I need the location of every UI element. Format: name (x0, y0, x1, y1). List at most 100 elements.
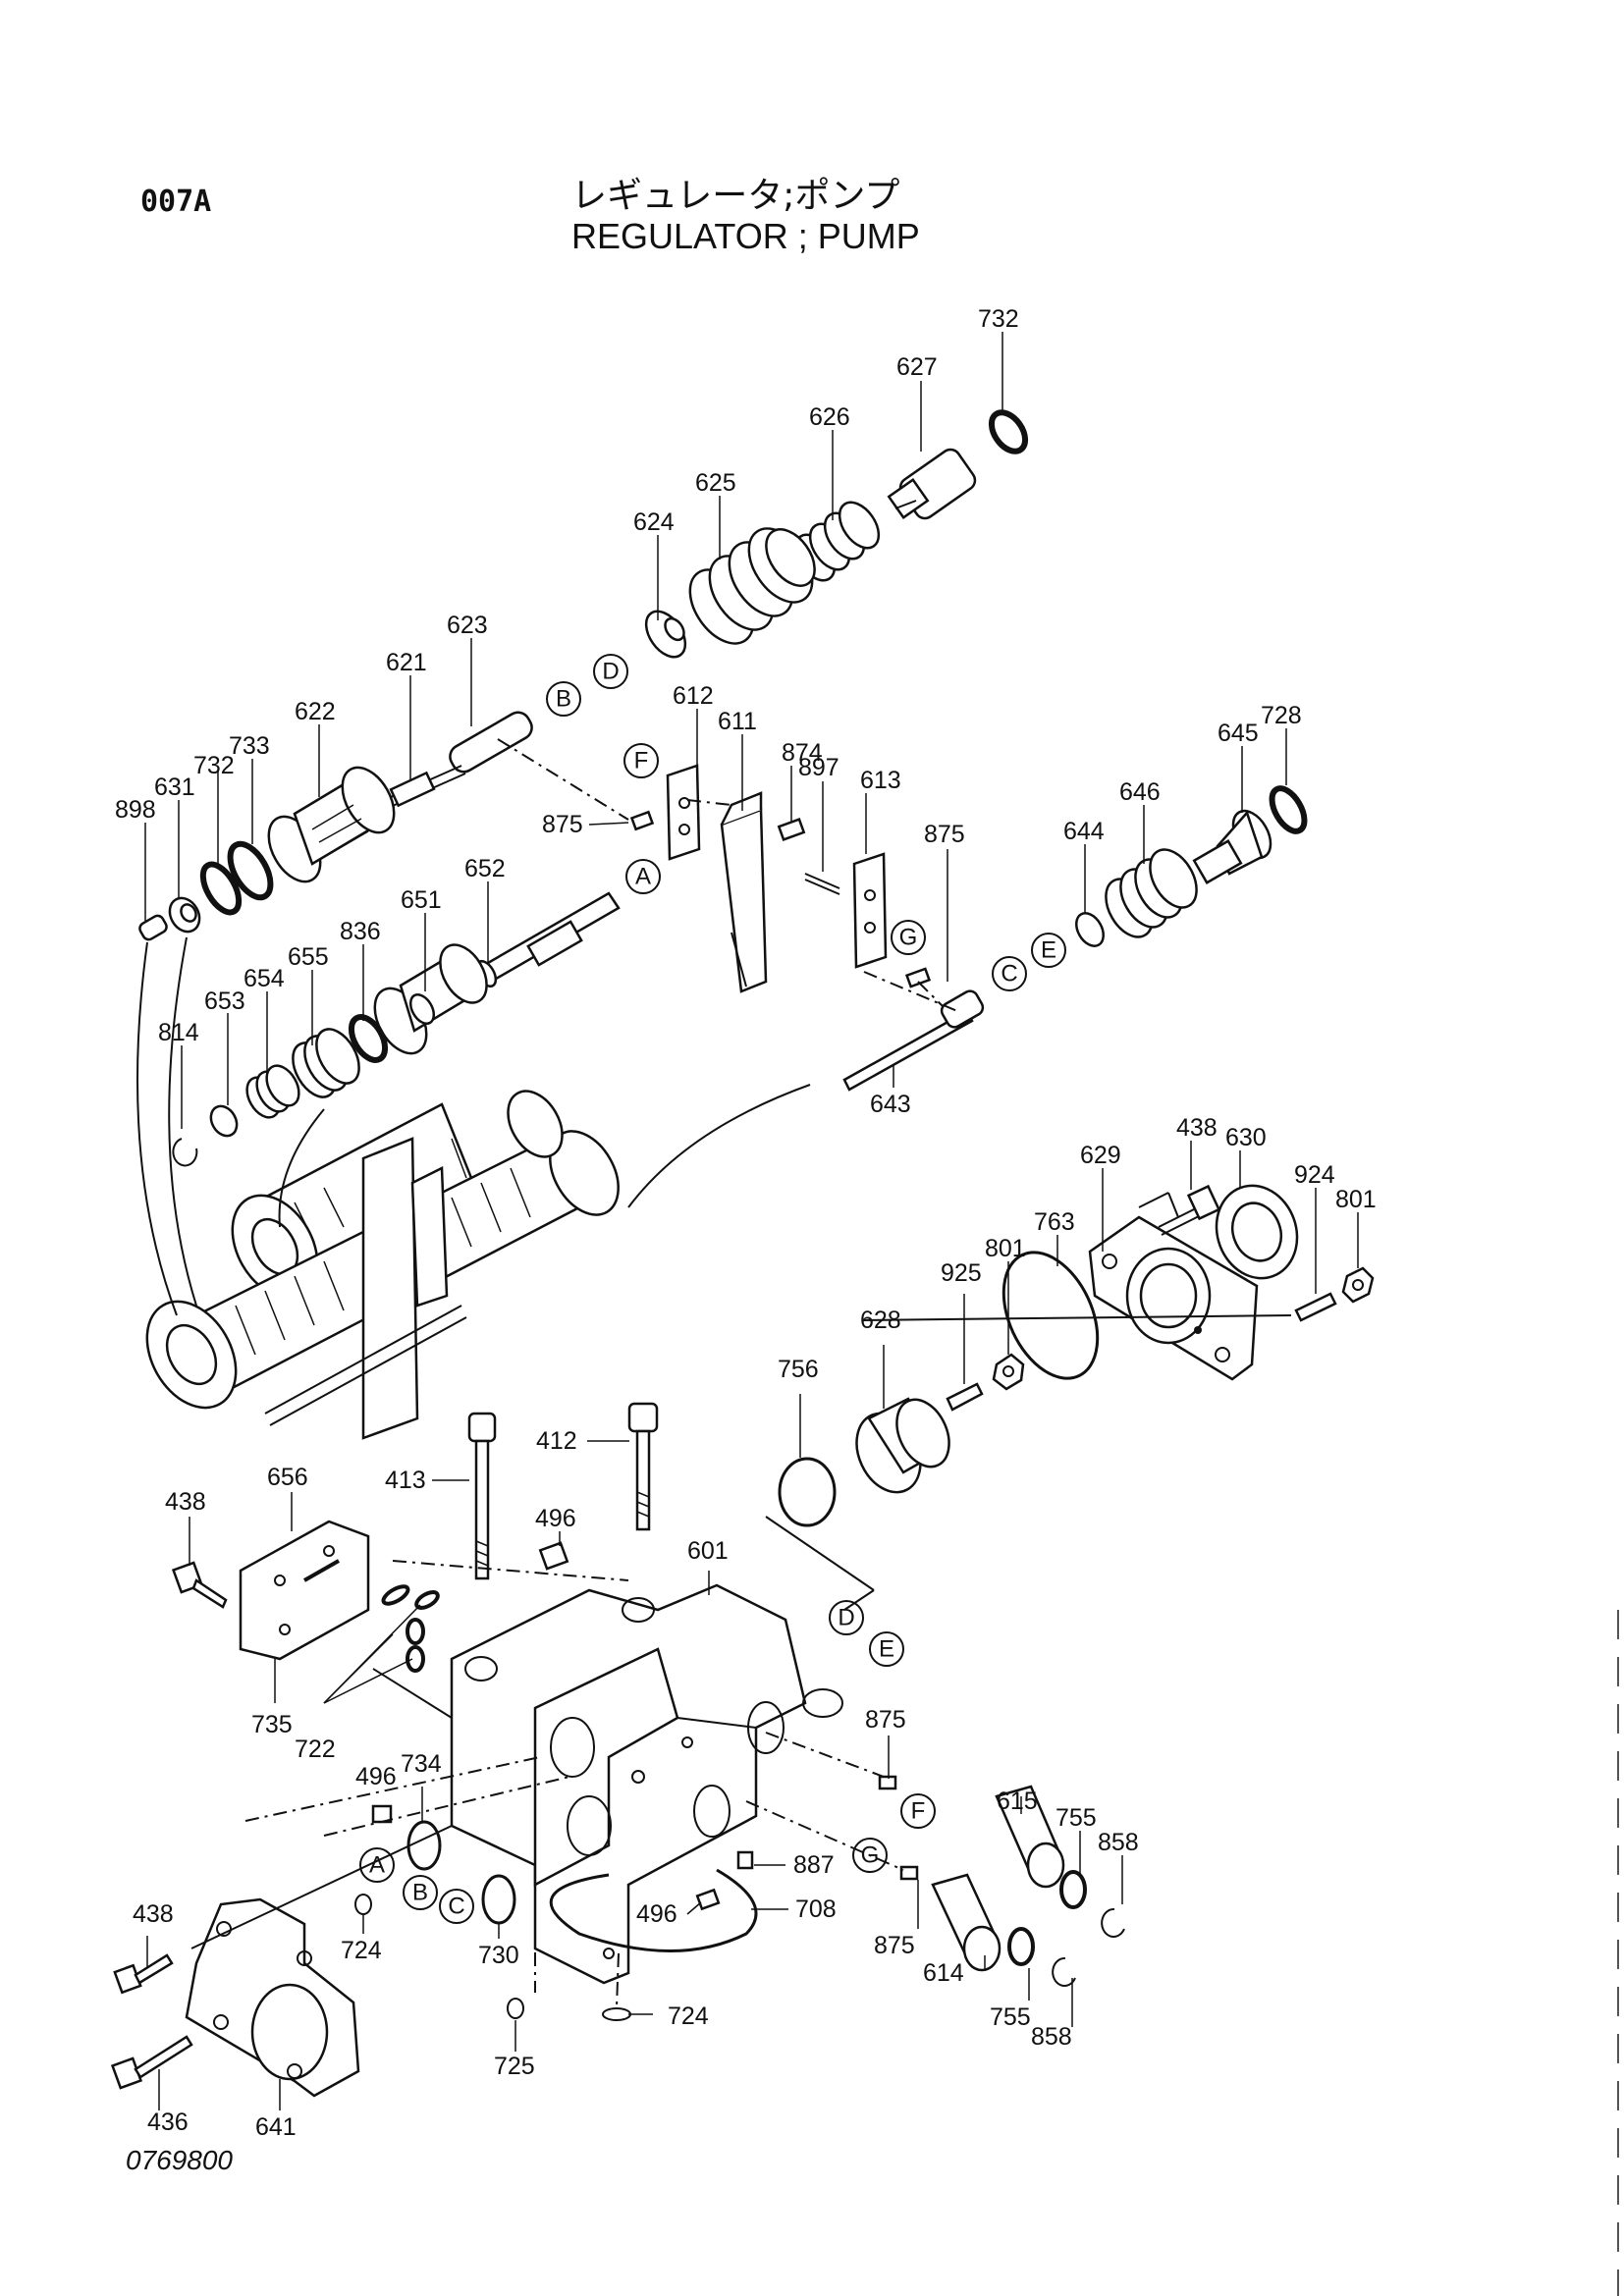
label-644: 644 (1063, 818, 1105, 845)
label-614: 614 (923, 1959, 964, 1987)
label-621: 621 (386, 649, 427, 676)
cover-656 (239, 1520, 370, 1661)
ref-marker-a-low: A (359, 1847, 395, 1883)
bolt-413 (467, 1412, 497, 1580)
lower-right-spools (878, 1775, 1125, 1987)
label-612: 612 (673, 682, 714, 710)
piston-643 (842, 989, 985, 1092)
label-654: 654 (244, 965, 285, 992)
label-438-lower: 438 (133, 1900, 174, 1928)
bolt-438-left (171, 1561, 228, 1609)
label-629: 629 (1080, 1142, 1121, 1169)
label-436: 436 (147, 2109, 189, 2136)
label-496-mid: 496 (355, 1763, 397, 1790)
o-rings-735-722 (381, 1584, 440, 1673)
label-601: 601 (687, 1537, 729, 1565)
lever-612 (666, 764, 701, 861)
spool-652 (474, 891, 621, 988)
o-ring-732-top (988, 409, 1029, 454)
label-724-left: 724 (341, 1937, 382, 1964)
label-755-top: 755 (1056, 1804, 1097, 1832)
label-626: 626 (809, 403, 850, 431)
svg-text:G: G (899, 925, 918, 951)
label-652: 652 (464, 855, 506, 882)
label-874: 874 (782, 739, 823, 767)
pin-875-mid (878, 1775, 897, 1790)
label-801-right: 801 (1335, 1186, 1377, 1213)
screw-924 (1294, 1292, 1337, 1322)
label-622: 622 (295, 698, 336, 725)
plug-496-top (538, 1541, 569, 1571)
ref-marker-d-low: D (829, 1600, 864, 1635)
label-756: 756 (778, 1356, 819, 1383)
svg-text:D: D (838, 1605, 854, 1631)
gasket-708 (549, 1868, 758, 1952)
seat-653 (209, 1104, 239, 1138)
label-763: 763 (1034, 1208, 1075, 1236)
svg-text:C: C (448, 1894, 464, 1920)
spring-646 (1105, 848, 1198, 938)
spring-654 (245, 1064, 300, 1119)
screw-925 (946, 1382, 984, 1412)
label-645: 645 (1218, 720, 1259, 747)
label-496-top: 496 (535, 1505, 576, 1532)
pin-623 (449, 711, 533, 774)
casing-601 (450, 1583, 843, 1985)
svg-text:D: D (602, 659, 619, 685)
reference-markers: B D F A G E C D E F G A B C (359, 654, 1066, 1924)
drawing-number: 0769800 (126, 2145, 234, 2175)
o-ring-732 (199, 861, 243, 916)
label-836: 836 (340, 918, 381, 945)
lever-parts (629, 764, 932, 993)
o-ring-730 (481, 1874, 516, 1925)
lever-613 (852, 852, 888, 969)
upper-spool-parts (138, 409, 1029, 941)
label-735: 735 (251, 1711, 293, 1738)
ref-marker-e-top: E (1031, 933, 1066, 968)
spring-655 (292, 1028, 360, 1098)
label-734: 734 (401, 1750, 442, 1778)
spring-626 (793, 501, 881, 582)
spool-615 (995, 1785, 1065, 1889)
bolt-438-top (1158, 1184, 1221, 1236)
pin-875-b (904, 967, 932, 988)
sleeve-631 (168, 896, 201, 934)
spring-seat-644 (1075, 912, 1105, 947)
label-722: 722 (295, 1735, 336, 1763)
o-ring-733 (227, 840, 274, 901)
o-ring-755-top (1059, 1870, 1087, 1909)
label-615: 615 (997, 1788, 1038, 1815)
o-ring-755-low (1007, 1927, 1035, 1966)
pilot-cover-parts (778, 1184, 1375, 1527)
label-898: 898 (115, 796, 156, 824)
o-ring-734 (406, 1820, 442, 1871)
o-ring-728 (1269, 785, 1308, 834)
svg-text:A: A (635, 864, 651, 890)
nut-630 (1215, 1184, 1299, 1280)
label-655: 655 (288, 943, 329, 971)
label-641: 641 (255, 2113, 297, 2141)
title-japanese: レギュレータ;ポンプ (571, 176, 900, 216)
label-624: 624 (633, 508, 675, 536)
label-646: 646 (1119, 778, 1161, 806)
ref-marker-d-top: D (593, 654, 628, 689)
ref-marker-e-low: E (869, 1631, 904, 1667)
label-496-low: 496 (636, 1900, 677, 1928)
bolt-412 (627, 1402, 659, 1531)
ref-marker-c-top: C (992, 956, 1027, 991)
part-labels: 732 627 626 625 624 623 621 622 733 732 … (115, 305, 1377, 2141)
pin-875-a (629, 810, 655, 831)
spring-seat-624 (644, 610, 687, 659)
label-653: 653 (204, 988, 245, 1015)
sleeve-651 (373, 943, 488, 1055)
label-732-top: 732 (978, 305, 1019, 333)
bolts-top (467, 1402, 659, 1580)
snap-ring-858-top (1101, 1907, 1125, 1938)
svg-text:C: C (1001, 961, 1017, 988)
bolt-436 (110, 2035, 193, 2090)
ref-marker-c-low: C (439, 1889, 474, 1924)
ref-marker-g-top: G (891, 920, 926, 955)
label-875-right: 875 (924, 821, 965, 848)
svg-text:B: B (556, 686, 571, 713)
middle-spool-parts (172, 891, 621, 1167)
